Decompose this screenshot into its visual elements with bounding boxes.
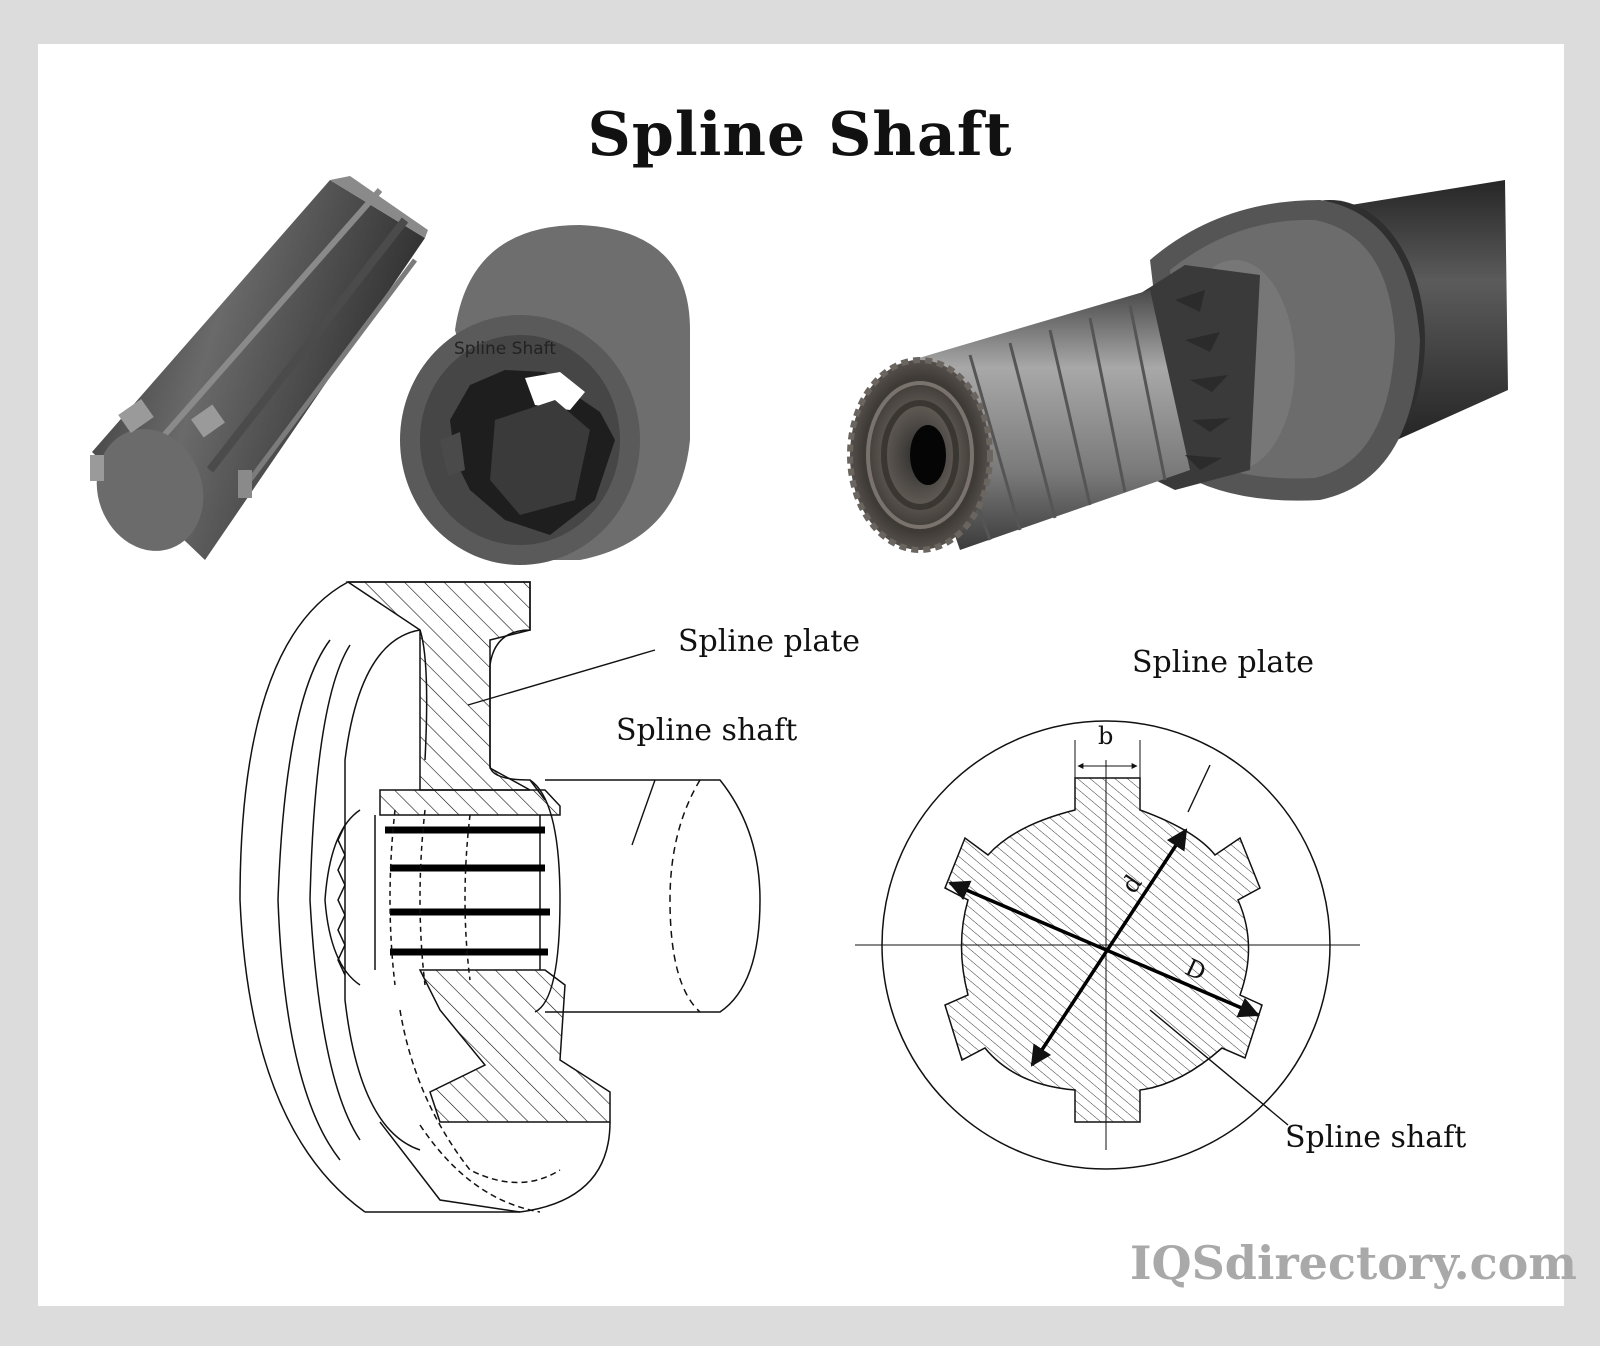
watermark: IQSdirectory.com bbox=[1130, 1236, 1577, 1290]
splined-axle-photo bbox=[847, 180, 1508, 553]
left-shaft-label: Spline shaft bbox=[616, 713, 798, 748]
left-plate-label: Spline plate bbox=[678, 624, 861, 659]
cutaway-diagram bbox=[239, 581, 761, 1213]
right-plate-label: Spline plate bbox=[1132, 645, 1315, 680]
spline-bushing-photo bbox=[400, 225, 690, 565]
dimension-b-label: b bbox=[1098, 722, 1114, 750]
spline-shaft-photo bbox=[90, 176, 428, 560]
right-shaft-label: Spline shaft bbox=[1285, 1120, 1467, 1155]
cross-section-diagram bbox=[855, 720, 1360, 1170]
page-title: Spline Shaft bbox=[587, 100, 1013, 170]
photo-overlay-label: Spline Shaft bbox=[454, 339, 556, 359]
